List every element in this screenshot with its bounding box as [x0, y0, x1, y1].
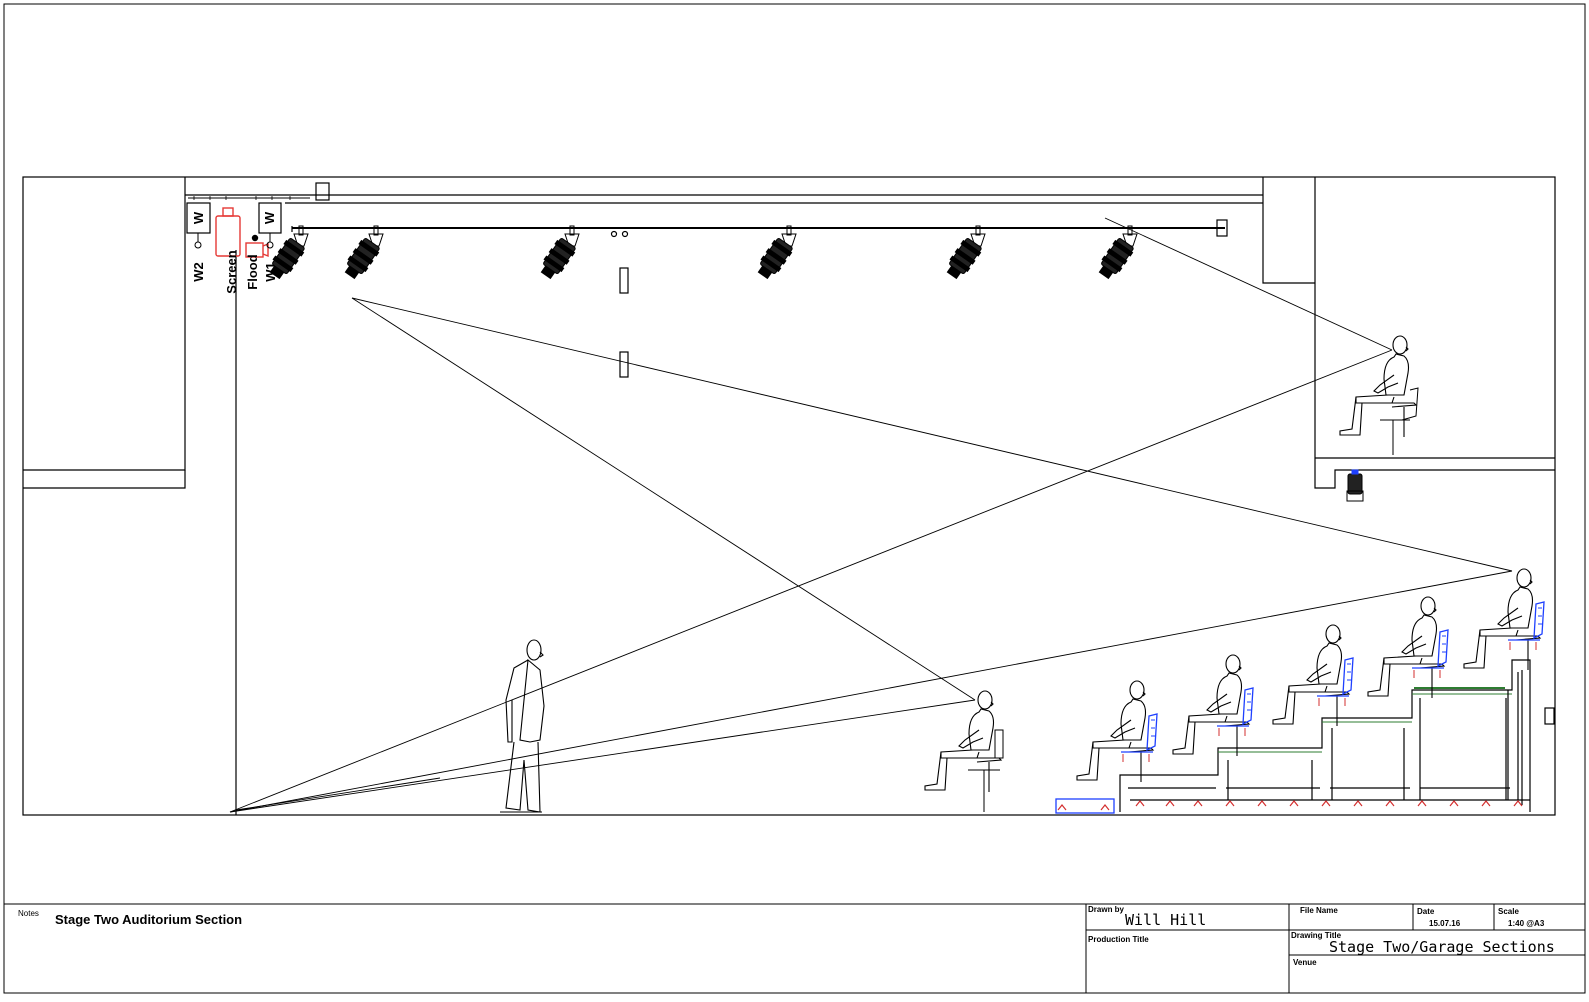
lantern-2 — [340, 225, 384, 283]
lantern-6 — [1094, 225, 1138, 283]
title-block — [3, 3, 1586, 994]
scale-value: 1:40 @A3 — [1508, 919, 1545, 928]
front-step — [1055, 798, 1115, 814]
lantern-1 — [265, 225, 309, 283]
lanterns — [265, 225, 1138, 283]
notes-label: Notes — [18, 909, 39, 918]
rake-person-row-2 — [1173, 655, 1253, 756]
drawing-title-label: Drawing Title — [1291, 931, 1342, 940]
lantern-3 — [536, 225, 580, 283]
w2-label: W2 — [191, 262, 206, 282]
w-box-right-label: W — [262, 211, 277, 224]
control-booth — [1339, 335, 1419, 502]
booth-lantern — [1346, 469, 1364, 502]
lighting-bar — [188, 196, 1228, 238]
drawing-title-value: Stage Two/Garage Sections — [1329, 938, 1555, 956]
flood-unit — [245, 234, 269, 258]
notes-title: Stage Two Auditorium Section — [55, 912, 242, 927]
booth-front-wall — [1262, 177, 1315, 284]
venue-label: Venue — [1293, 958, 1317, 967]
sheet-border — [3, 3, 1586, 994]
scale-label: Scale — [1498, 907, 1519, 916]
rake-audience — [1077, 569, 1544, 782]
drawn-by-label: Drawn by — [1088, 905, 1125, 914]
booth-operator — [1339, 335, 1417, 438]
rake-red-markers — [1135, 800, 1523, 807]
left-upper-block — [23, 177, 186, 471]
date-label: Date — [1417, 907, 1435, 916]
drawn-by-value: Will Hill — [1125, 911, 1206, 929]
production-title-label: Production Title — [1088, 935, 1149, 944]
lantern-4 — [753, 225, 797, 283]
file-name-label: File Name — [1300, 906, 1338, 915]
date-value: 15.07.16 — [1429, 919, 1461, 928]
lantern-5 — [942, 225, 986, 283]
room-outline — [22, 176, 1556, 816]
hanging-item-2 — [619, 351, 629, 378]
rake-person-row-4 — [1368, 597, 1448, 698]
hanging-item-1 — [619, 267, 629, 294]
w-box-left-label: W — [191, 211, 206, 224]
standing-person — [500, 639, 545, 813]
screen-unit — [215, 207, 241, 257]
sightlines — [229, 217, 1513, 813]
ceiling-box — [315, 182, 330, 201]
rake-person-row-5 — [1464, 569, 1544, 670]
building-section — [22, 176, 1556, 816]
booth-floor — [1314, 177, 1555, 489]
floor-audience — [924, 690, 1004, 812]
rake-person-row-3 — [1273, 625, 1353, 726]
rake-person-row-1 — [1077, 681, 1157, 782]
flood-label: Flood — [245, 254, 260, 289]
screen-label: Screen — [224, 250, 239, 293]
wall-socket — [1544, 707, 1555, 725]
seating-rake — [1055, 659, 1531, 814]
bar-equipment-left: W W2 Screen Flood W W1 — [186, 202, 282, 294]
